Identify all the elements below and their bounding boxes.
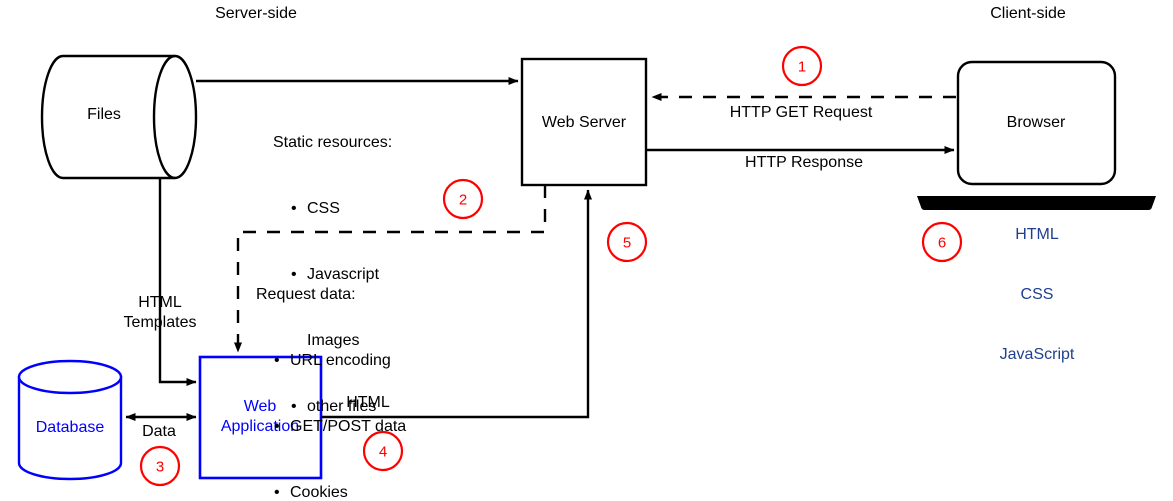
- bullet-glyph: •: [291, 266, 297, 283]
- client-technology-item: JavaScript: [999, 346, 1075, 363]
- step-circle-3: [139, 445, 181, 487]
- node-label-database: Database: [35, 419, 105, 436]
- step-circle-1: [781, 45, 823, 87]
- request-data-item-text: GET/POST data: [290, 418, 407, 435]
- section-title-client-side: Client-side: [990, 5, 1066, 22]
- request-data-item-text: Cookies: [290, 484, 348, 501]
- node-label-web-server: Web Server: [541, 114, 627, 131]
- node-label-files: Files: [87, 106, 121, 123]
- static-resources-item: • other files: [273, 396, 392, 418]
- step-circle-5: [606, 221, 648, 263]
- step-number-1: 1: [797, 58, 807, 76]
- static-resources-item: • CSS: [273, 198, 392, 220]
- step-number-2: 2: [458, 191, 468, 209]
- static-resources-item: Images: [273, 330, 392, 352]
- label-http-response: HTTP Response: [745, 154, 863, 171]
- request-data-item: • URL encoding: [256, 350, 406, 372]
- bullet-glyph: •: [274, 484, 280, 501]
- bullet-glyph: •: [291, 398, 297, 415]
- step-number-6: 6: [937, 234, 947, 252]
- request-data-item: • GET/POST data: [256, 416, 406, 438]
- static-resources-item-text: Images: [307, 332, 360, 349]
- client-technology-item: CSS: [1020, 286, 1054, 303]
- static-resources-item: • Javascript: [273, 264, 392, 286]
- step-circle-6: [921, 221, 963, 263]
- node-label-browser: Browser: [1006, 114, 1066, 131]
- step-number-3: 3: [155, 458, 165, 476]
- static-resources-item-text: Javascript: [307, 266, 380, 283]
- label-static-resources: Static resources: • CSS • Javascript Image…: [273, 88, 392, 462]
- request-data-item-text: URL encoding: [290, 352, 391, 369]
- laptop-base-shape: [917, 196, 1156, 211]
- label-html: HTML: [346, 394, 390, 411]
- client-technology-item: HTML: [1015, 226, 1059, 243]
- static-resources-item-text: other files: [307, 398, 377, 415]
- node-database: [17, 359, 123, 481]
- step-number-4: 4: [378, 443, 388, 461]
- label-http-get-request: HTTP GET Request: [729, 104, 873, 121]
- bullet-glyph: •: [291, 200, 297, 217]
- label-data: Data: [142, 423, 176, 440]
- node-browser: [956, 60, 1117, 186]
- request-data-header: Request data:: [256, 286, 356, 303]
- label-request-data: Request data: • URL encoding • GET/POST da…: [256, 240, 406, 501]
- node-files: [40, 54, 198, 180]
- step-number-5: 5: [622, 234, 632, 252]
- step-circle-4: [362, 430, 404, 472]
- section-title-server-side: Server-side: [215, 5, 297, 22]
- edge-files-to-web-application: [158, 178, 197, 386]
- edge-request-data: [234, 185, 547, 353]
- client-technologies-list: HTML CSS JavaScript: [1000, 185, 1075, 405]
- node-web-server: [520, 57, 648, 187]
- static-resources-header: Static resources:: [273, 134, 393, 151]
- bullet-glyph: •: [274, 352, 280, 369]
- edge-html-to-web-server: [321, 189, 592, 419]
- request-data-item: • Cookies: [256, 482, 406, 501]
- bullet-glyph: •: [274, 418, 280, 435]
- static-resources-item-text: CSS: [307, 200, 340, 217]
- step-circle-2: [442, 178, 484, 220]
